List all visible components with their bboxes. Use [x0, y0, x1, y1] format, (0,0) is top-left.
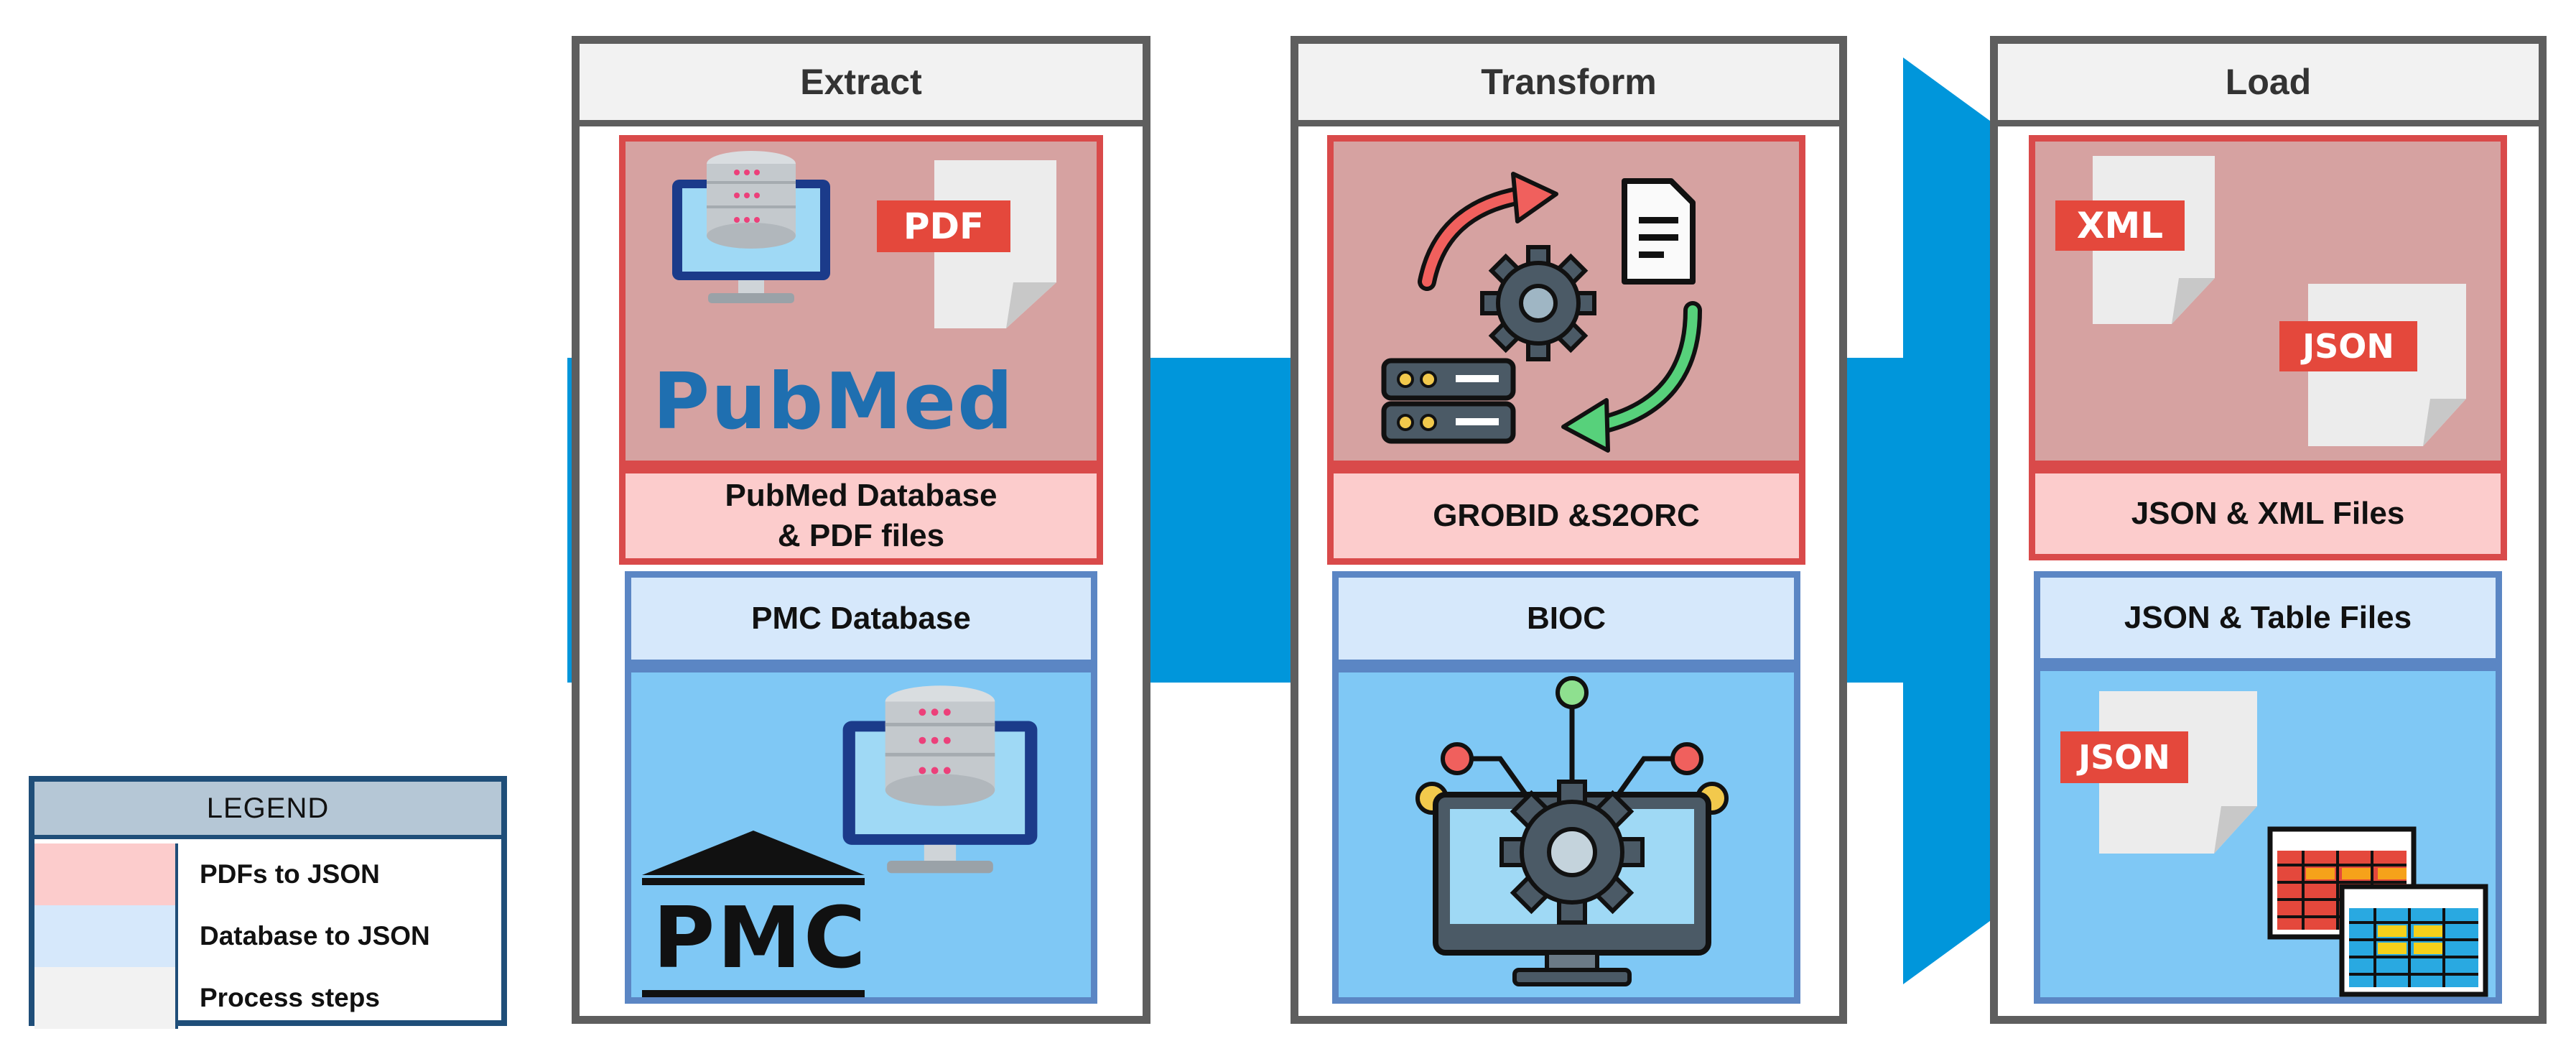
- legend-swatch-pdfs: [34, 843, 178, 905]
- database-monitor-icon: [672, 151, 830, 303]
- table-files-icon: [2267, 826, 2488, 997]
- legend-title: LEGEND: [34, 782, 501, 839]
- stage-title: Extract: [580, 44, 1143, 126]
- json-tag: JSON: [2060, 731, 2188, 783]
- pubmed-logo: PubMed: [653, 357, 1015, 447]
- legend-swatch-database: [34, 905, 178, 967]
- database-monitor-icon: [842, 685, 1038, 874]
- legend-item-database: Database to JSON: [34, 905, 501, 967]
- legend-label: Process steps: [200, 983, 380, 1012]
- pmc-logo: PMC: [653, 888, 868, 987]
- extract-db-panel: PMC: [625, 666, 1097, 1004]
- extract-pdf-label: PubMed Database & PDF files: [619, 467, 1103, 565]
- legend: LEGEND PDFs to JSON Database to JSON Pro…: [29, 776, 507, 1029]
- legend-label: PDFs to JSON: [200, 859, 380, 889]
- legend-swatch-process: [34, 967, 178, 1029]
- load-db-panel: JSON: [2034, 665, 2502, 1004]
- legend-item-process: Process steps: [34, 967, 501, 1029]
- stage-title: Load: [1998, 44, 2539, 126]
- transform-pdf-panel: [1327, 135, 1805, 467]
- xml-tag: XML: [2055, 200, 2185, 251]
- transform-db-panel: [1332, 666, 1800, 1004]
- json-tag: JSON: [2279, 321, 2417, 371]
- load-db-label: JSON & Table Files: [2034, 571, 2502, 665]
- transform-pdf-label: GROBID &S2ORC: [1327, 467, 1805, 565]
- gear-network-monitor-icon: [1415, 676, 1729, 986]
- load-pdf-panel: XML JSON: [2029, 135, 2507, 467]
- legend-item-pdfs: PDFs to JSON: [34, 843, 501, 905]
- load-pdf-label: JSON & XML Files: [2029, 467, 2507, 560]
- transform-db-label: BIOC: [1332, 571, 1800, 666]
- extract-pdf-panel: PDF PubMed: [619, 135, 1103, 467]
- pdf-tag: PDF: [877, 200, 1010, 252]
- stage-title: Transform: [1298, 44, 1839, 126]
- legend-label: Database to JSON: [200, 921, 430, 951]
- process-cycle-icon: [1381, 172, 1702, 453]
- extract-db-label: PMC Database: [625, 571, 1097, 666]
- pmc-building-icon: [642, 831, 865, 997]
